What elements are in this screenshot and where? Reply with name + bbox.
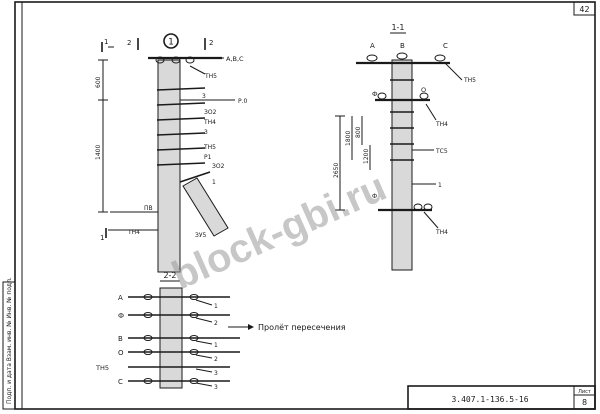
callout-m5: ЗО2 (204, 109, 217, 116)
section-2-row-a: А (118, 294, 123, 302)
callout-m3: 3 (202, 93, 206, 100)
callout-m10: ЗО2 (212, 163, 225, 170)
doc-code: 3.407.1-136.5-16 (451, 395, 528, 404)
section-1-phase-f: Ф (372, 90, 378, 98)
insulator-top-3 (185, 56, 195, 64)
section-1-phase-b: В (400, 42, 405, 50)
main-phase-label: А,В,С (226, 55, 244, 63)
section-1-dim-1: 2650 (333, 163, 340, 178)
section-2-num-4: 2 (214, 356, 218, 363)
main-strut (182, 177, 229, 237)
section-1-phase-a: А (370, 42, 375, 50)
section-1-callout-1: ТН5 (463, 77, 476, 84)
callout-m12: ТН4 (127, 229, 140, 236)
section-1-title: 1-1 (391, 23, 404, 32)
callout-m7: 3 (204, 129, 208, 136)
sheet-number-box (573, 1, 596, 16)
cut-mark-left-bottom: 1 (100, 234, 104, 242)
section-1-dim-2: 1800 (345, 131, 352, 146)
section-1-phase-o: О (421, 86, 426, 94)
callout-m8: ТН5 (203, 144, 216, 151)
main-rungs (156, 87, 206, 166)
insulator-top-1 (155, 56, 165, 64)
view-section-1: 1-1 А В С ТН5 Ф О ТН4 ТС5 1 (333, 23, 476, 271)
section-2-num-3: 1 (214, 342, 218, 349)
annotation-text: Пролёт пересечения (258, 323, 346, 332)
list-label: Лист (578, 389, 591, 395)
section-2-num-2: 2 (214, 320, 218, 327)
title-block (407, 385, 596, 410)
cut-mark-left-top: 1 (104, 38, 108, 46)
section-2-title: 2-2 (163, 271, 176, 280)
main-dim-1: 600 (95, 76, 102, 88)
section-1-callout-4: 1 (438, 182, 442, 189)
section-2-num-6: 3 (214, 384, 218, 391)
view-circle (163, 33, 179, 49)
callout-m14: 1 (212, 179, 216, 186)
section-2-insulators (143, 294, 199, 384)
view-main: 600 1400 1 2 2 1 1 А,В,С ТН5 Р.0 3 ЗО2 Т… (95, 33, 248, 273)
section-1-rungs (390, 79, 414, 161)
section-2-num-5: 3 (214, 370, 218, 377)
callout-m1: ТН5 (204, 73, 217, 80)
section-2-rows (128, 296, 240, 382)
main-dim-2: 1400 (95, 145, 102, 160)
main-pole (157, 59, 181, 273)
insulator-top-2 (171, 56, 181, 64)
section-1-dim-3: 800 (355, 126, 362, 138)
section-2-row-b: В (118, 335, 123, 343)
side-stamp-box (2, 281, 16, 410)
strut-top-tie (179, 171, 211, 183)
section-1-phase-c: С (443, 42, 448, 50)
cut-mark-2a: 2 (127, 39, 131, 47)
side-stamp-text: Подп. и дата Взам. инв. № Инв. № подл. (6, 277, 13, 404)
section-1-callout-6: Ф (372, 193, 377, 200)
view-section-2: 2-2 А Ф В О ТН5 С (95, 271, 346, 391)
section-2-num-1: 1 (214, 303, 218, 310)
section-2-row-tn5: ТН5 (95, 364, 109, 372)
callout-m6: ТН4 (203, 119, 216, 126)
callout-m13: ЗУ5 (195, 232, 207, 239)
section-1-dim-4: 1200 (363, 149, 370, 164)
section-1-callout-2: ТН4 (435, 121, 448, 128)
view-circle-label: 1 (168, 38, 174, 48)
callout-m9: Р1 (204, 154, 212, 161)
main-callouts: ТН5 Р.0 3 ЗО2 ТН4 3 ТН5 Р1 ЗО2 ПВ ТН4 ЗУ… (127, 65, 248, 239)
sheet-number: 42 (579, 5, 589, 14)
section-2-row-o: О (118, 349, 124, 357)
callout-m2: Р.0 (238, 98, 248, 105)
list-number: 8 (582, 398, 587, 407)
section-2-row-f: Ф (118, 312, 124, 320)
section-1-pole (391, 59, 413, 271)
section-1-callout-5: ТН4 (435, 229, 448, 236)
section-1-callout-3: ТС5 (435, 148, 448, 155)
section-2-row-c: С (118, 378, 123, 386)
sheet-frame (14, 1, 596, 410)
callout-m11: ПВ (144, 205, 153, 212)
cut-mark-2b: 2 (209, 39, 213, 47)
